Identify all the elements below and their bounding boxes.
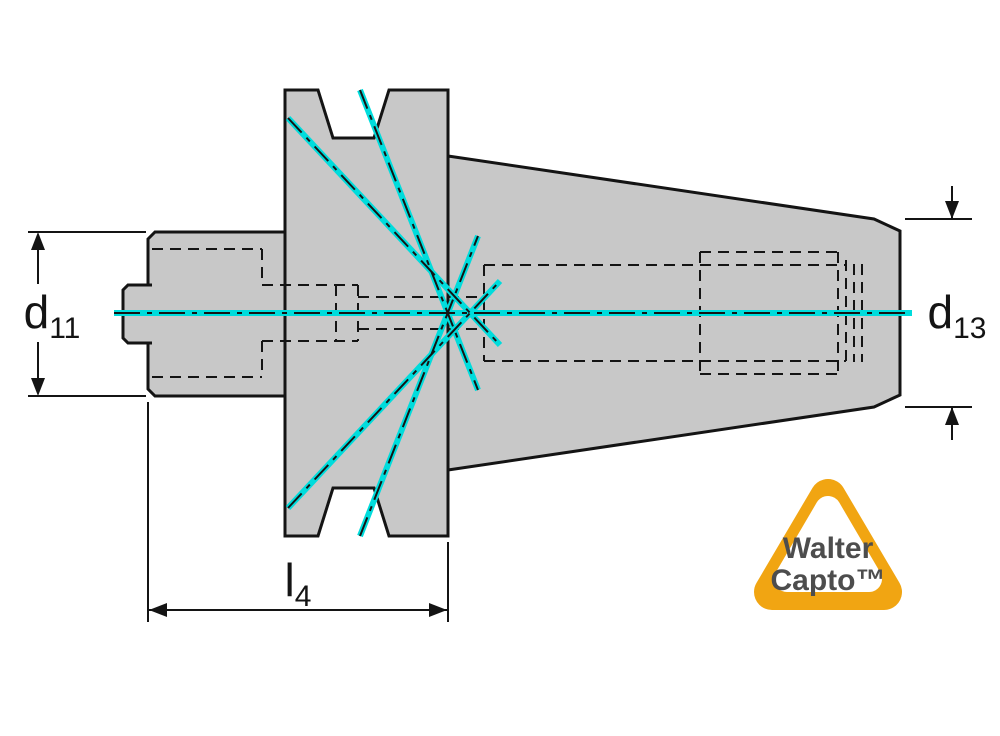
logo-polygon-inner bbox=[774, 496, 882, 592]
diagonal-dashdot bbox=[359, 89, 479, 391]
logo-text-walter: Walter bbox=[783, 532, 874, 565]
centerline-dashdots bbox=[114, 89, 912, 537]
walter-capto-logo: Walter Capto™ bbox=[754, 479, 902, 610]
dim-label-d11: d11 bbox=[24, 286, 81, 345]
dim-label-d13: d13 bbox=[928, 286, 987, 345]
arrowhead-up bbox=[31, 232, 45, 250]
logo-text-capto: Capto™ bbox=[771, 564, 886, 597]
diagonal-dashdot bbox=[287, 280, 501, 509]
centerlines bbox=[114, 88, 912, 538]
arrowhead-down bbox=[945, 201, 959, 219]
diagonal-dashdot bbox=[287, 117, 501, 346]
arrowhead-down bbox=[31, 378, 45, 396]
arrowhead-left bbox=[149, 603, 167, 617]
diagonal-dashdot bbox=[359, 235, 479, 537]
dimension-d11: d11 bbox=[24, 231, 146, 397]
arrowhead-right bbox=[429, 603, 447, 617]
arrowhead-up bbox=[945, 407, 959, 425]
dimension-l4: l4 bbox=[147, 402, 449, 622]
dim-label-l4: l4 bbox=[285, 554, 312, 613]
dimension-d13: d13 bbox=[905, 186, 986, 440]
